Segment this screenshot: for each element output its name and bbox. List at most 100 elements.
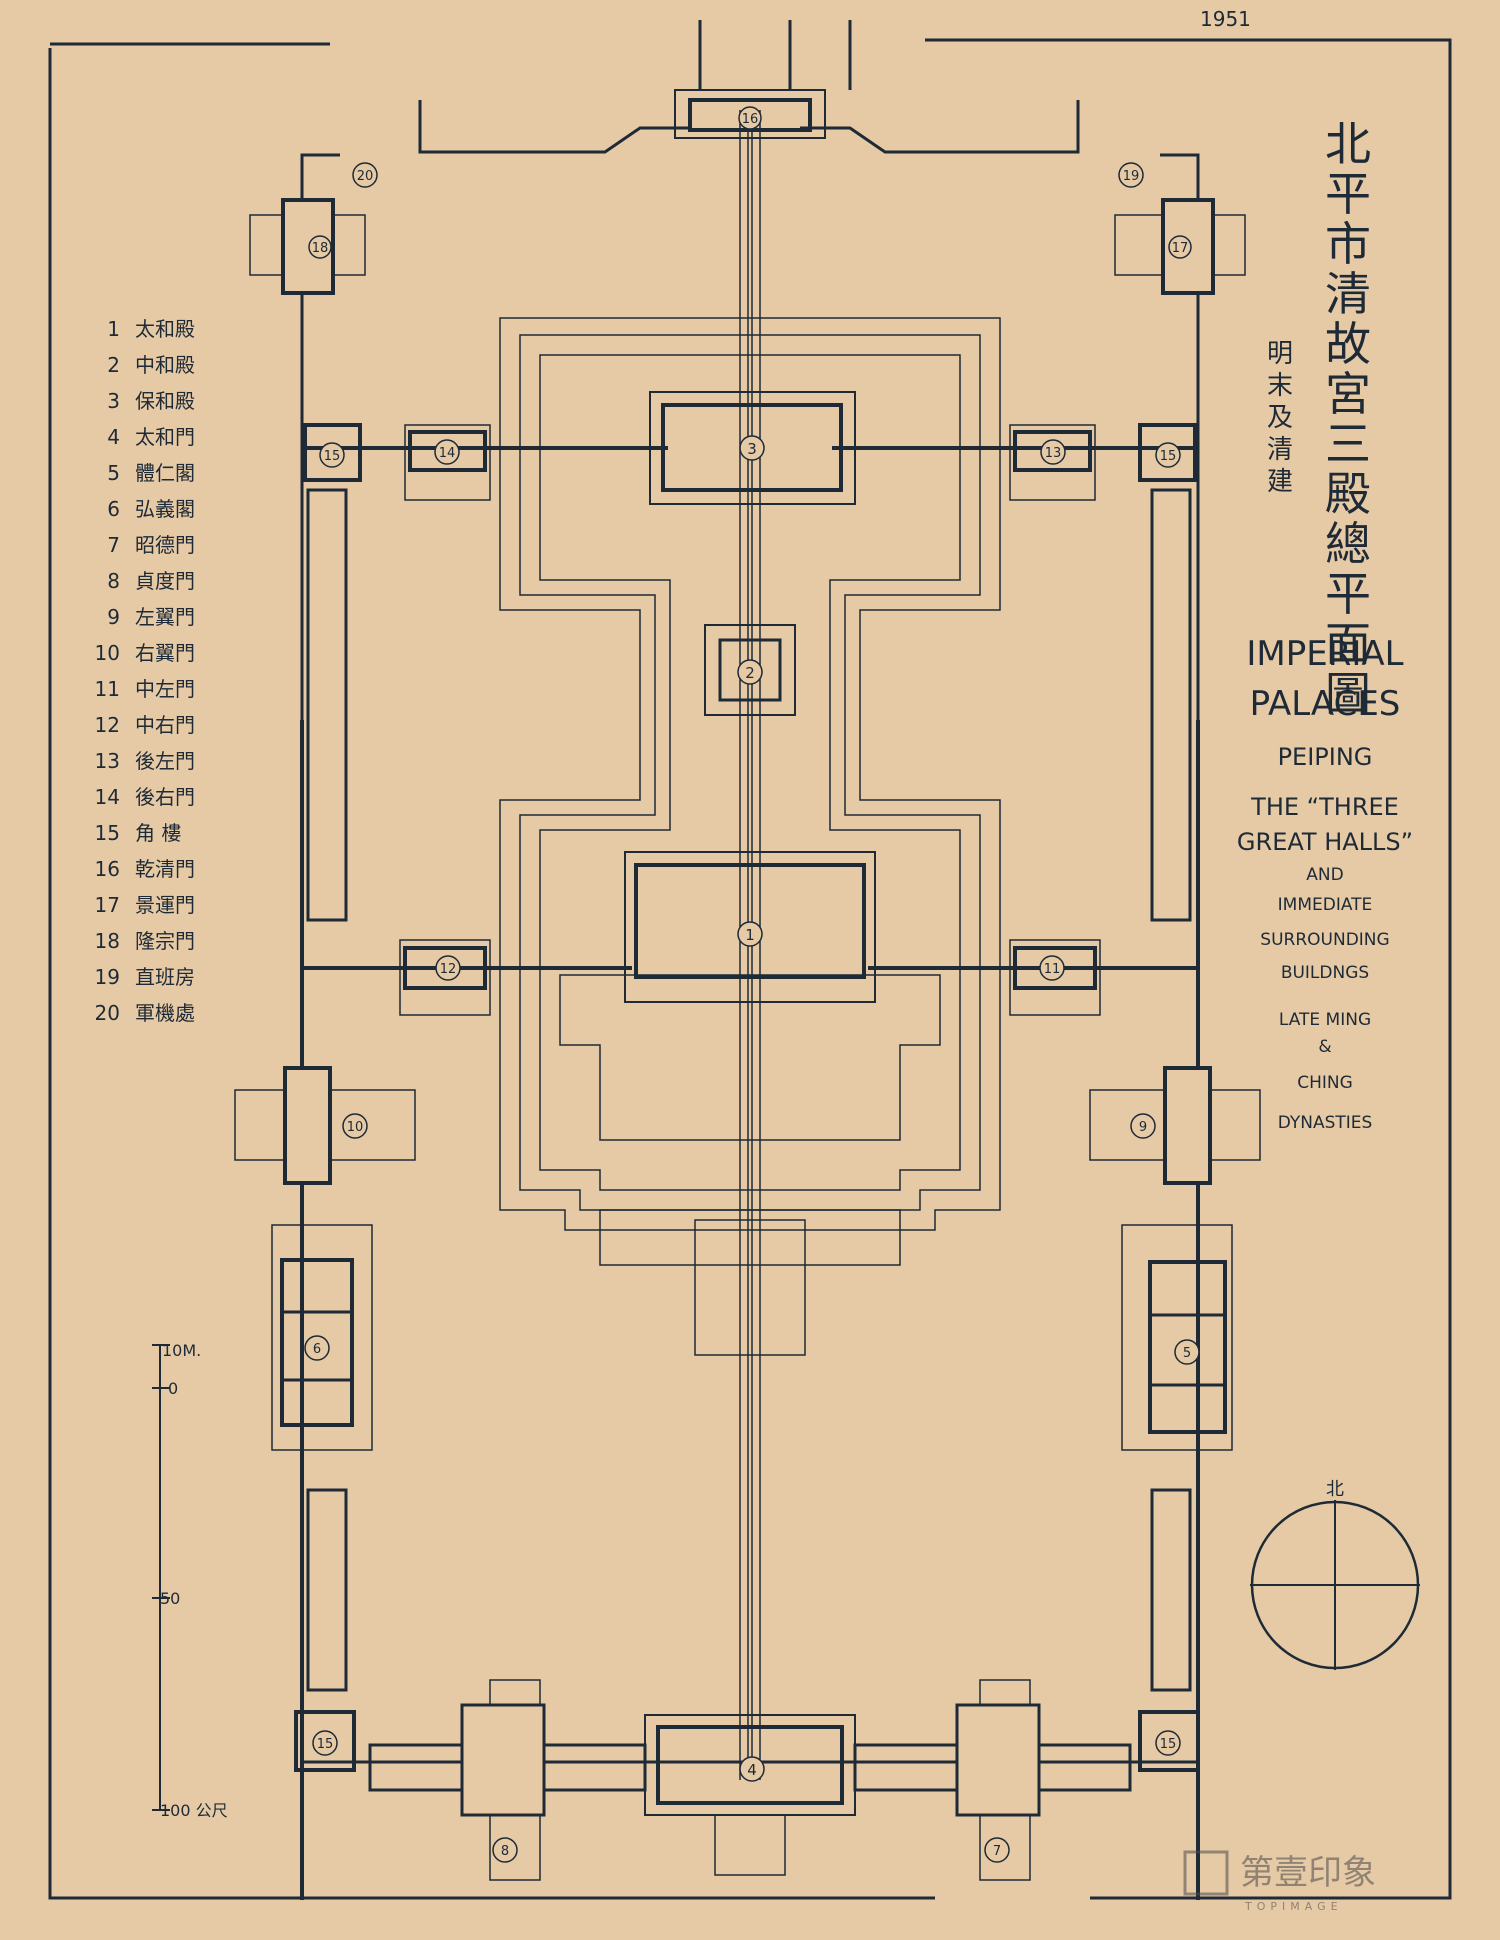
corner-tower-nw: 15 bbox=[303, 423, 362, 482]
label-hall-2: 2 bbox=[745, 664, 755, 682]
gate-16-qianqingmen: 16 bbox=[674, 89, 826, 139]
label-gate-7: 7 bbox=[993, 1844, 1001, 1859]
gate-9-zuoyimen: 9 bbox=[1089, 1066, 1261, 1185]
label-hall-1: 1 bbox=[745, 926, 755, 944]
label-gate-17: 17 bbox=[1172, 241, 1189, 256]
legend-numbers: 1 2 3 4 5 6 7 8 9 10 11 12 13 14 15 16 1… bbox=[95, 317, 120, 1025]
legend-names: 太和殿 中和殿 保和殿 太和門 體仁閣 弘義閣 昭德門 貞度門 左翼門 右翼門 … bbox=[135, 317, 195, 1025]
legend-num-6: 6 bbox=[107, 497, 120, 521]
hall-3-baohedian: 3 bbox=[649, 391, 856, 505]
subtitle-char-4: 清 bbox=[1267, 435, 1293, 465]
title-char-1: 北 bbox=[1325, 117, 1371, 171]
title-en-line-7: IMMEDIATE bbox=[1278, 895, 1373, 915]
label-office-20: 20 bbox=[357, 169, 374, 184]
legend-name-19: 直班房 bbox=[135, 965, 195, 989]
watermark-sub: TOPIMAGE bbox=[1244, 1900, 1343, 1913]
legend-name-4: 太和門 bbox=[135, 425, 195, 449]
label-hall-3: 3 bbox=[747, 440, 757, 458]
legend-num-5: 5 bbox=[107, 461, 120, 485]
north-approach bbox=[300, 20, 1200, 720]
label-gate-14: 14 bbox=[439, 446, 456, 461]
label-gate-13: 13 bbox=[1045, 446, 1062, 461]
legend-name-5: 體仁閣 bbox=[135, 461, 195, 485]
legend-num-10: 10 bbox=[95, 641, 120, 665]
gate-17-jingyunmen: 17 bbox=[1114, 198, 1246, 295]
title-char-5: 故 bbox=[1325, 317, 1371, 371]
north-compass: 北 bbox=[1250, 1479, 1420, 1670]
title-english: IMPERIAL PALACES PEIPING THE “THREE GREA… bbox=[1237, 634, 1413, 1133]
gate-8-zhendumen: 8 bbox=[460, 1679, 546, 1881]
compass-north-label: 北 bbox=[1326, 1479, 1344, 1500]
title-en-line-2: PALACES bbox=[1250, 684, 1401, 724]
hall-1-taihedian: 1 bbox=[624, 851, 876, 1003]
gate-12: 12 bbox=[399, 939, 491, 1016]
label-gate-18: 18 bbox=[312, 241, 329, 256]
legend-num-7: 7 bbox=[107, 533, 120, 557]
label-gate-8: 8 bbox=[501, 1844, 509, 1859]
scale-label-50: 50 bbox=[160, 1589, 180, 1608]
gate-11: 11 bbox=[1009, 939, 1101, 1016]
label-pavilion-6: 6 bbox=[313, 1342, 321, 1357]
office-20: 20 bbox=[352, 162, 378, 188]
enclosure-walls bbox=[300, 720, 1200, 1900]
hall-2-zhonghedian: 2 bbox=[704, 624, 796, 716]
gate-4-taihemen: 4 bbox=[644, 1714, 856, 1876]
subtitle-char-5: 建 bbox=[1267, 467, 1293, 497]
title-char-9: 總 bbox=[1325, 517, 1371, 571]
label-gate-11: 11 bbox=[1044, 962, 1061, 977]
scale-label-0: 0 bbox=[168, 1379, 178, 1398]
title-char-11: 面 bbox=[1325, 617, 1371, 671]
legend-num-12: 12 bbox=[95, 713, 120, 737]
legend-num-16: 16 bbox=[95, 857, 120, 881]
scale-label-100: 100 公尺 bbox=[160, 1801, 228, 1820]
corner-tower-sw: 15 bbox=[294, 1710, 356, 1772]
title-char-3: 市 bbox=[1325, 217, 1371, 271]
legend-num-4: 4 bbox=[107, 425, 120, 449]
watermark-logo-icon bbox=[1183, 1850, 1229, 1896]
legend-num-17: 17 bbox=[95, 893, 120, 917]
legend-name-9: 左翼門 bbox=[135, 605, 195, 629]
legend-num-8: 8 bbox=[107, 569, 120, 593]
label-gate-9: 9 bbox=[1139, 1120, 1147, 1135]
label-gate-16: 16 bbox=[742, 112, 759, 127]
label-gate-4: 4 bbox=[747, 1761, 757, 1779]
legend-num-9: 9 bbox=[107, 605, 120, 629]
legend-name-6: 弘義閣 bbox=[135, 497, 195, 521]
legend-name-15: 角 樓 bbox=[135, 821, 181, 845]
title-char-4: 清 bbox=[1325, 267, 1371, 321]
label-pavilion-5: 5 bbox=[1183, 1346, 1191, 1361]
legend: 1 2 3 4 5 6 7 8 9 10 11 12 13 14 15 16 1… bbox=[95, 317, 195, 1025]
subtitle-char-1: 明 bbox=[1267, 339, 1293, 369]
gate-18-longzongmen: 18 bbox=[249, 198, 366, 295]
title-char-12: 圖 bbox=[1325, 667, 1371, 721]
corner-tower-se: 15 bbox=[1138, 1710, 1200, 1772]
title-en-line-5: GREAT HALLS” bbox=[1237, 828, 1413, 856]
title-char-7: 三 bbox=[1325, 417, 1371, 471]
label-office-19: 19 bbox=[1123, 169, 1140, 184]
legend-num-20: 20 bbox=[95, 1001, 120, 1025]
pavilion-5-tirenge: 5 bbox=[1121, 1224, 1233, 1451]
legend-name-16: 乾清門 bbox=[135, 857, 195, 881]
legend-name-1: 太和殿 bbox=[135, 317, 195, 341]
title-en-line-8: SURROUNDING bbox=[1260, 930, 1389, 950]
legend-num-15: 15 bbox=[95, 821, 120, 845]
title-en-line-13: DYNASTIES bbox=[1278, 1113, 1373, 1133]
label-gate-12: 12 bbox=[440, 962, 457, 977]
title-chinese: 北 平 市 清 故 宮 三 殿 總 平 面 圖 bbox=[1325, 117, 1371, 721]
sheet-border bbox=[48, 38, 1452, 1900]
corner-tower-ne: 15 bbox=[1138, 423, 1197, 482]
title-en-line-11: & bbox=[1318, 1037, 1331, 1057]
title-en-line-3: PEIPING bbox=[1278, 743, 1373, 771]
east-gallery bbox=[1150, 488, 1192, 1692]
title-en-line-12: CHING bbox=[1297, 1073, 1353, 1093]
central-axis bbox=[499, 110, 1001, 1780]
watermark-brand: 第壹印象 bbox=[1240, 1853, 1376, 1893]
legend-name-18: 隆宗門 bbox=[135, 929, 195, 953]
title-char-2: 平 bbox=[1325, 167, 1371, 221]
legend-name-20: 軍機處 bbox=[135, 1001, 195, 1025]
label-tower-sw: 15 bbox=[317, 1737, 334, 1752]
corner-note: 1951 bbox=[1200, 7, 1251, 31]
subtitle-char-2: 末 bbox=[1267, 371, 1293, 401]
